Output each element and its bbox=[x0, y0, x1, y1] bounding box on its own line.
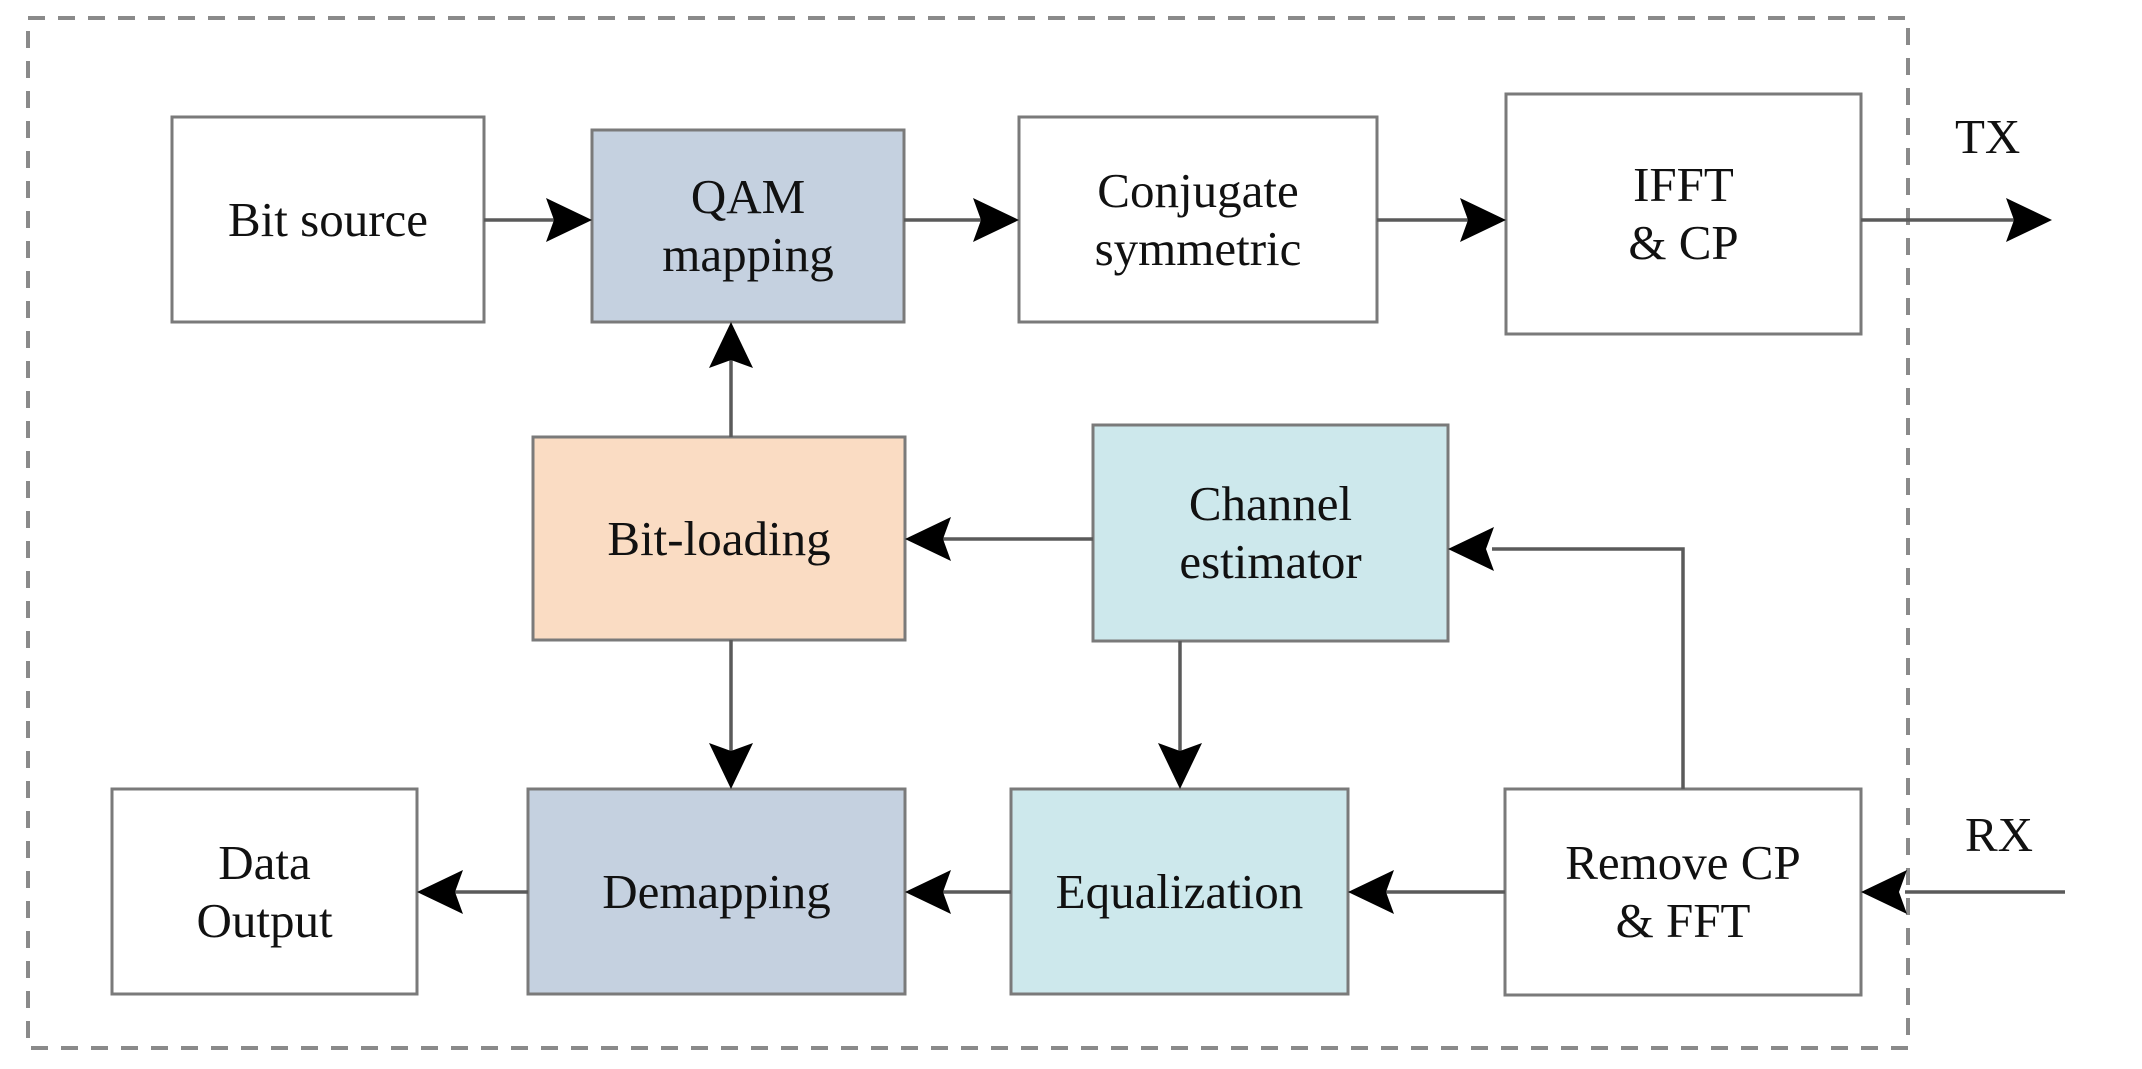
connector-rx-to-removecp bbox=[1861, 870, 2065, 914]
block-remove-cp-fft[interactable] bbox=[1503, 787, 1863, 997]
connector-bitsource-to-qam bbox=[484, 198, 592, 242]
block-equalization[interactable] bbox=[1009, 787, 1350, 996]
block-bit-source[interactable] bbox=[170, 115, 486, 324]
block-channel-estimator[interactable] bbox=[1091, 423, 1450, 643]
connector-conjugate-to-ifft bbox=[1377, 198, 1506, 242]
connector-demapping-to-dataoutput bbox=[417, 870, 528, 914]
connector-bitloading-to-qam bbox=[709, 322, 753, 437]
block-data-output[interactable] bbox=[110, 787, 419, 996]
connector-equalization-to-demapping bbox=[905, 870, 1011, 914]
system-boundary bbox=[26, 16, 1910, 1050]
block-qam-mapping[interactable] bbox=[590, 128, 906, 324]
connector-bitloading-to-demapping bbox=[709, 640, 753, 789]
block-bit-loading[interactable] bbox=[531, 435, 907, 642]
connector-qam-to-conjugate bbox=[904, 198, 1019, 242]
port-label-tx: TX bbox=[1955, 109, 2021, 164]
port-label-rx: RX bbox=[1965, 807, 2034, 862]
connector-ifft-to-tx bbox=[1861, 198, 2052, 242]
connector-channelest-to-bitloading bbox=[905, 517, 1093, 561]
connector-removecp-to-channelest bbox=[1448, 527, 1685, 789]
connector-removecp-to-equalization bbox=[1348, 870, 1505, 914]
block-conjugate-symmetric[interactable] bbox=[1017, 115, 1379, 324]
connector-channelest-to-equalization bbox=[1158, 641, 1202, 789]
block-ifft-cp[interactable] bbox=[1504, 92, 1863, 336]
block-demapping[interactable] bbox=[526, 787, 907, 996]
